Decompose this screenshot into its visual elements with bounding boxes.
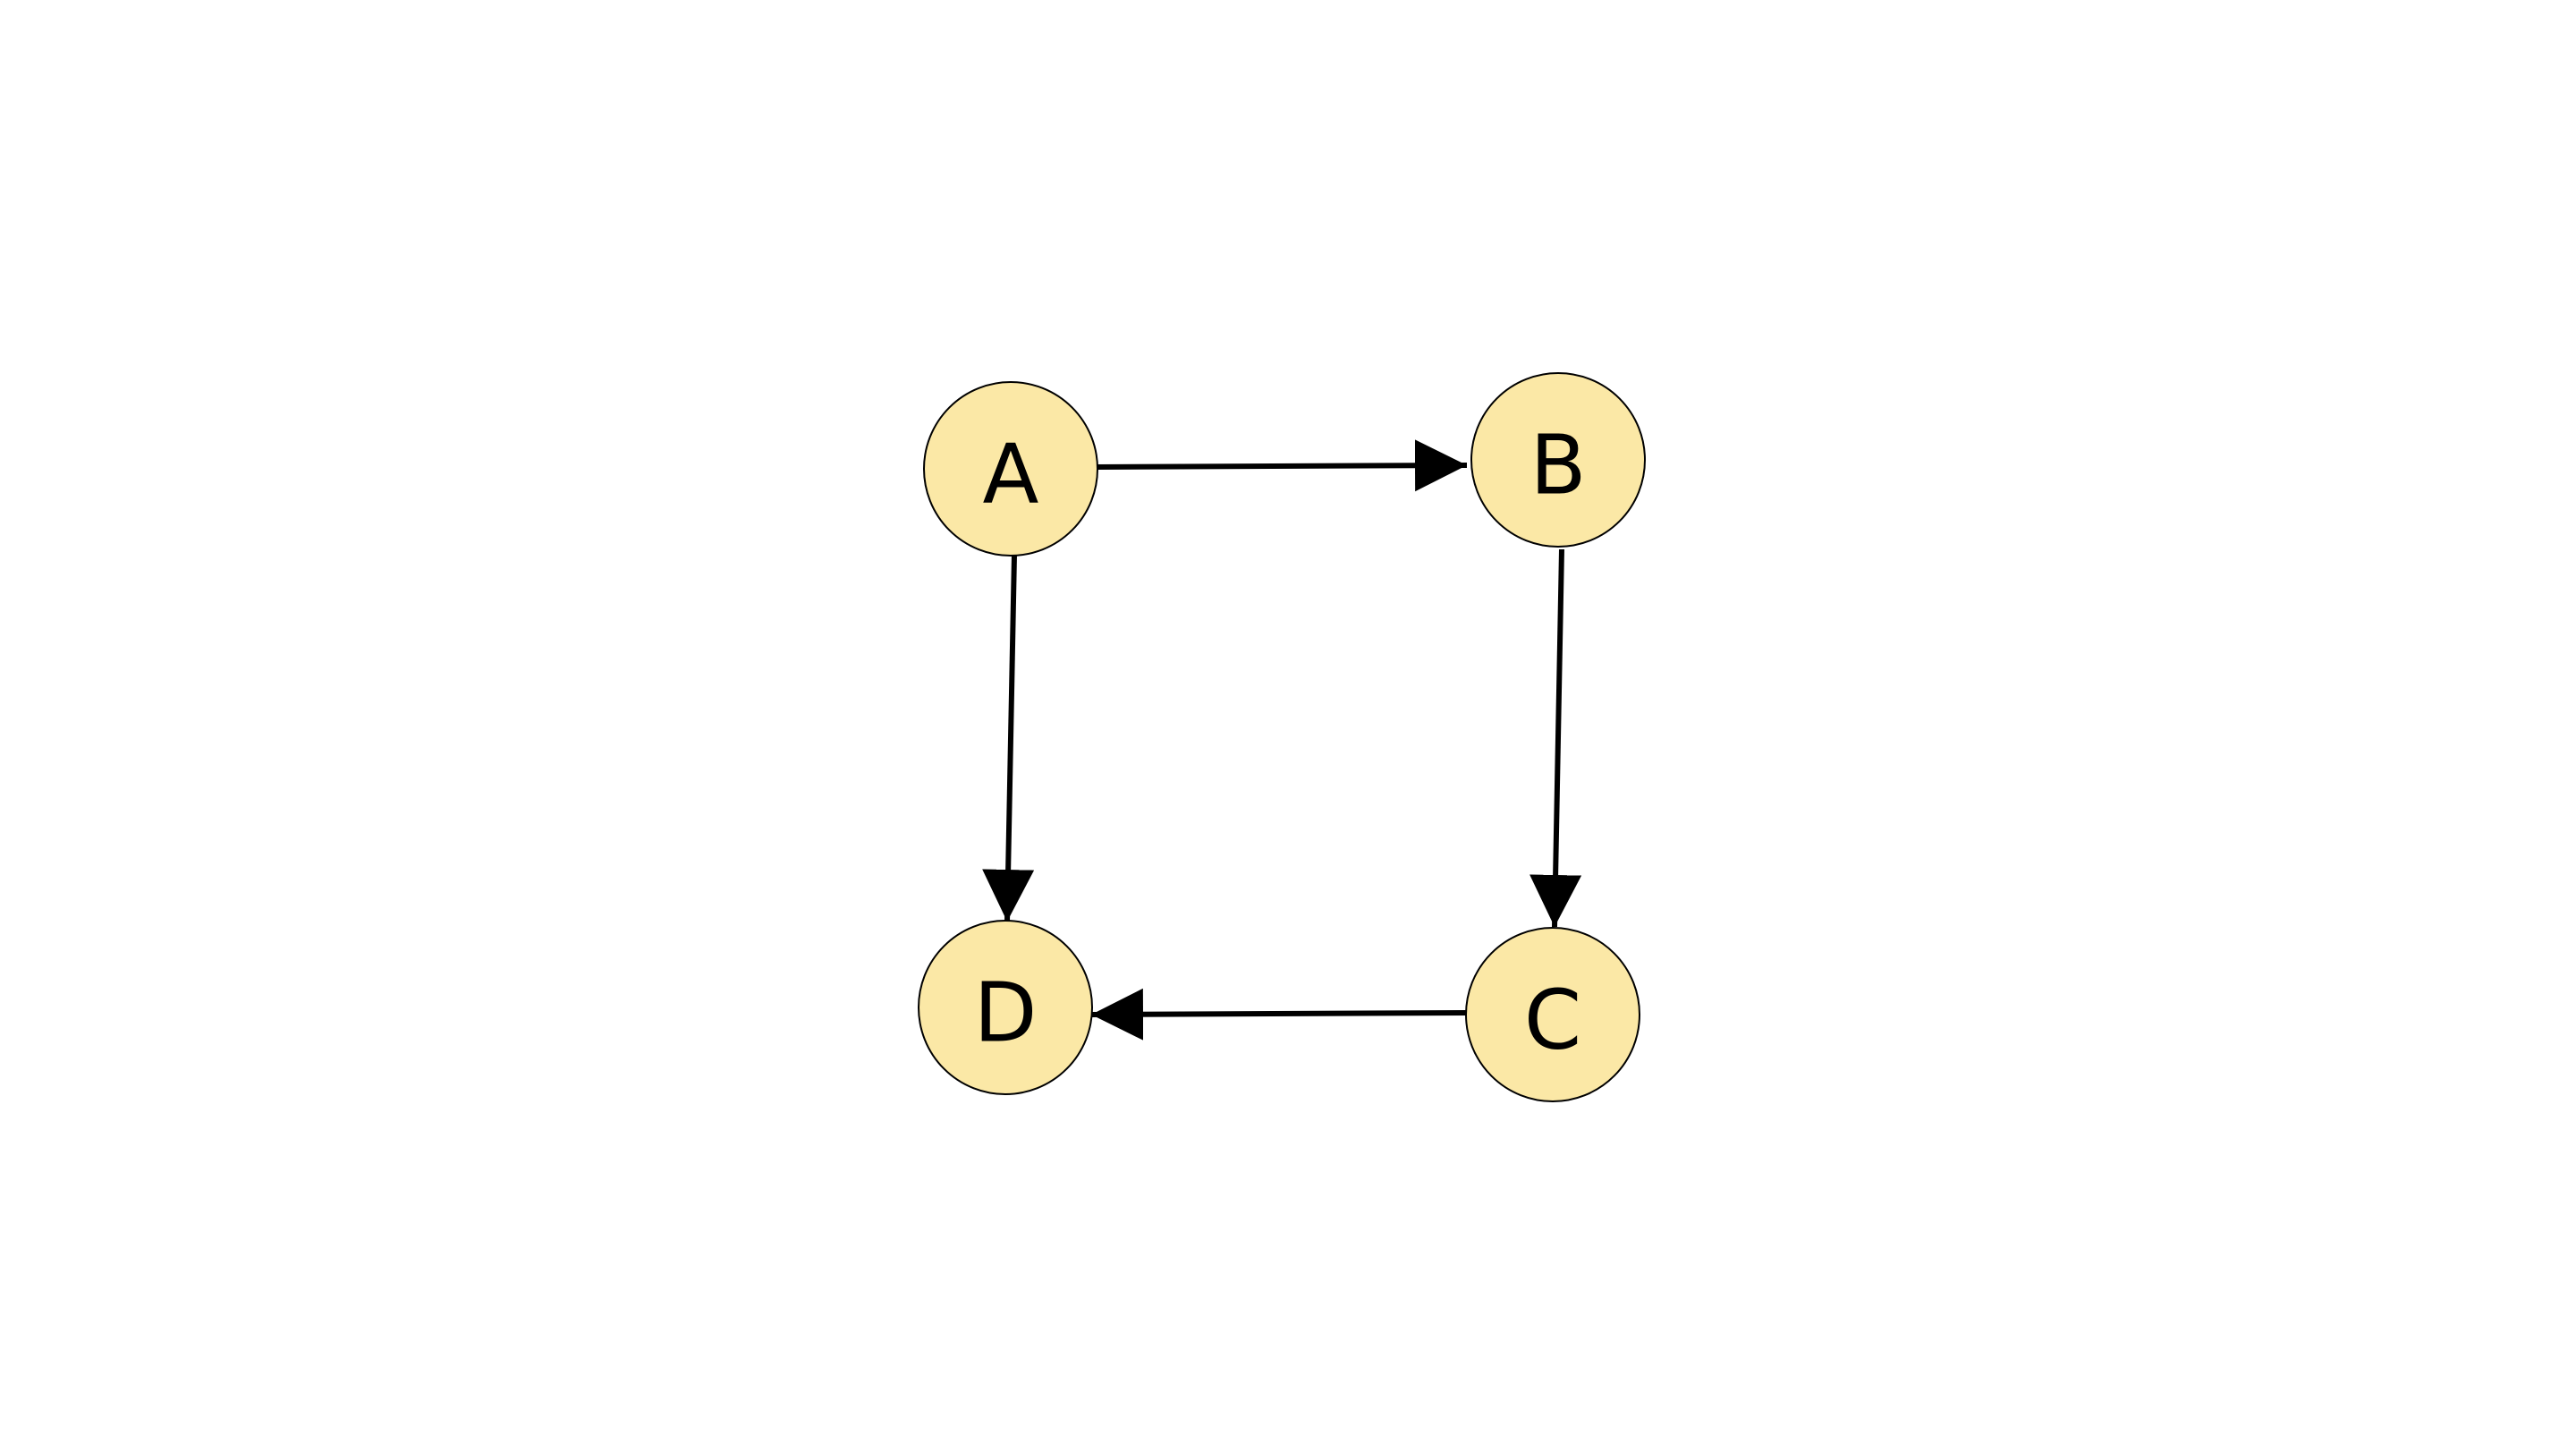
edge-a-to-d bbox=[982, 554, 1035, 922]
edge-group bbox=[982, 439, 1582, 1041]
edge-b-to-c bbox=[1530, 548, 1582, 928]
node-d: D bbox=[918, 920, 1093, 1095]
node-d-label: D bbox=[974, 965, 1038, 1061]
node-c: C bbox=[1465, 927, 1640, 1102]
node-b: B bbox=[1470, 372, 1646, 548]
node-a: A bbox=[923, 381, 1098, 557]
edge-c-to-d bbox=[1090, 988, 1468, 1041]
node-a-circle bbox=[923, 381, 1098, 557]
node-b-label: B bbox=[1530, 418, 1586, 514]
node-a-label: A bbox=[983, 427, 1039, 523]
node-b-circle bbox=[1470, 372, 1646, 548]
node-c-label: C bbox=[1524, 973, 1581, 1068]
node-d-circle bbox=[918, 920, 1093, 1095]
node-group: A B C D bbox=[918, 372, 1646, 1102]
node-c-circle bbox=[1465, 927, 1640, 1102]
edge-a-to-b bbox=[1096, 439, 1468, 492]
